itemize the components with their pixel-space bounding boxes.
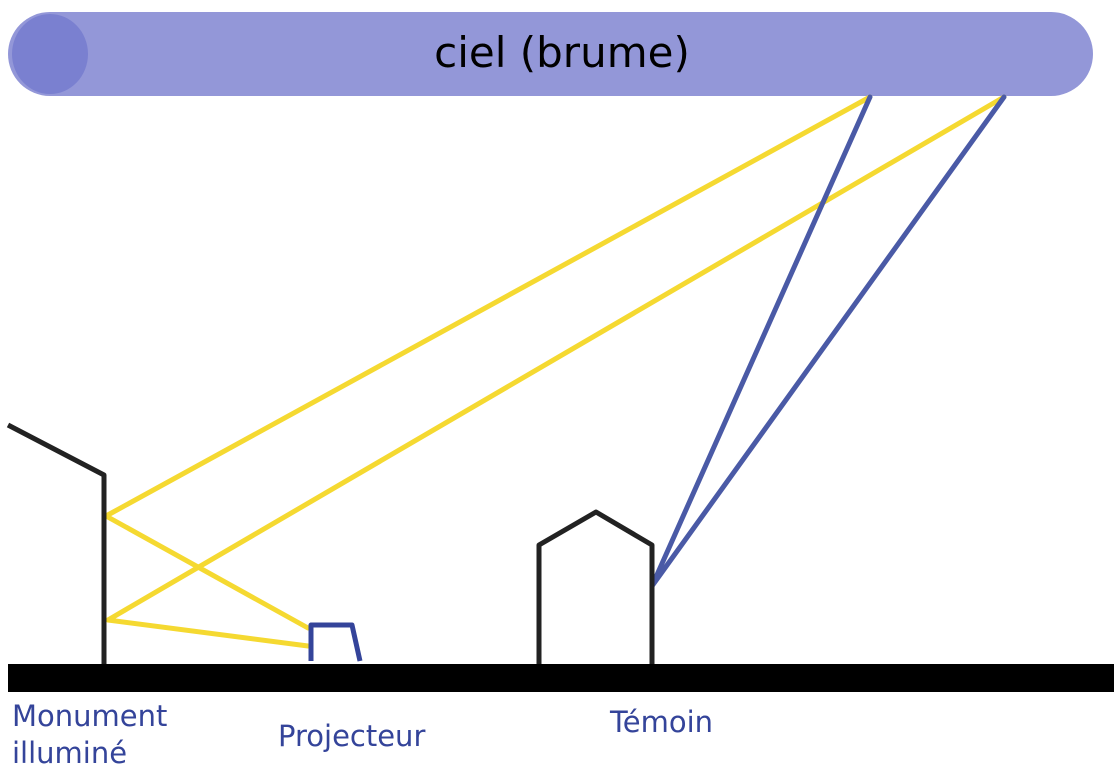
sky-haze-bar bbox=[8, 12, 1093, 96]
monument-label-line1: Monument bbox=[12, 699, 167, 733]
monument-label-line2: illuminé bbox=[12, 736, 127, 769]
sight-line-witness-to-sky-b bbox=[649, 94, 1007, 589]
sight-line-witness-to-sky-a bbox=[649, 94, 873, 589]
ray-projector-to-monument-lower bbox=[105, 617, 311, 649]
projector-label: Projecteur bbox=[278, 719, 425, 753]
sky-end-cap bbox=[12, 14, 88, 94]
ray-projector-to-monument-upper bbox=[103, 513, 311, 631]
ray-monument-lower-to-sky-b bbox=[105, 94, 1007, 623]
sky-band: ciel (brume) bbox=[8, 12, 1093, 96]
monument-building bbox=[6, 422, 107, 666]
witness-label: Témoin bbox=[609, 705, 713, 739]
sky-label: ciel (brume) bbox=[434, 28, 690, 77]
light-rays bbox=[103, 94, 1007, 649]
ground bbox=[8, 664, 1114, 692]
sight-lines bbox=[649, 94, 1007, 589]
witness-house bbox=[536, 509, 655, 666]
ray-monument-upper-to-sky-a bbox=[103, 94, 873, 519]
projector-icon bbox=[308, 622, 363, 662]
